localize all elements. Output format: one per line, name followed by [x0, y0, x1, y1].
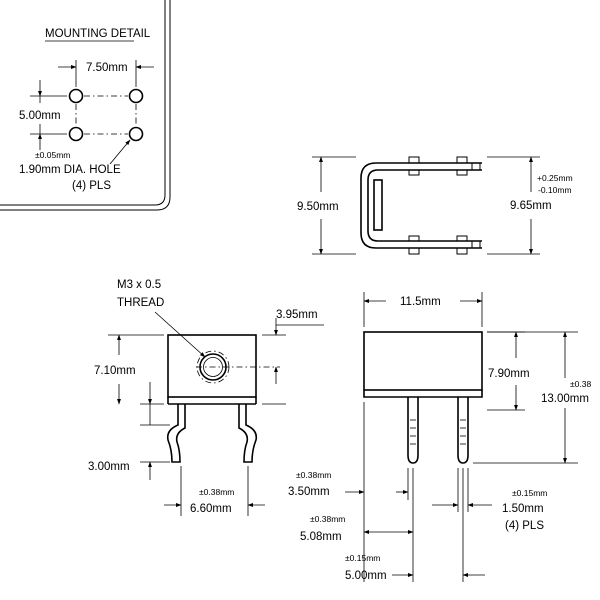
- hole-tolerance: ±0.05mm: [35, 150, 70, 160]
- side-view: 9.50mm +0.25mm -0.10mm 9.65mm: [297, 156, 573, 255]
- mounting-detail-panel: MOUNTING DETAIL 7.50mm 5.00mm ±0.05mm 1.…: [0, 0, 171, 211]
- mounting-hole: [128, 88, 144, 104]
- hole-diameter: 1.90mm DIA. HOLE: [19, 164, 121, 176]
- side-height-inner: 9.50mm: [297, 201, 339, 213]
- pin-origin: 5.08mm: [300, 531, 342, 543]
- thread-offset: 3.95mm: [276, 309, 318, 321]
- thread-label: THREAD: [117, 297, 164, 309]
- end-width: 11.5mm: [400, 296, 441, 308]
- body-height: 7.10mm: [94, 365, 136, 377]
- mounting-hole: [128, 126, 144, 142]
- pin-width: 1.50mm: [502, 503, 544, 515]
- thread-size: M3 x 0.5: [117, 279, 161, 291]
- pin-offset: 3.50mm: [288, 486, 330, 498]
- front-view: M3 x 0.5 THREAD 3.95mm 7.10mm 3.00mm ±0.…: [88, 279, 324, 516]
- pin-origin-tolerance: ±0.38mm: [310, 514, 345, 524]
- pin-offset-tolerance: ±0.38mm: [296, 470, 331, 480]
- pin-spacing: 6.60mm: [190, 503, 232, 515]
- mounting-detail-title: MOUNTING DETAIL: [45, 28, 151, 40]
- side-tolerance-plus: +0.25mm: [537, 173, 573, 183]
- hole-spacing-y: 5.00mm: [19, 110, 61, 122]
- pin-count: (4) PLS: [505, 520, 544, 532]
- end-view: 11.5mm 7.90mm ±0.38 13.00mm ±0.38mm 3.50…: [288, 292, 591, 582]
- mounting-hole: [68, 88, 84, 104]
- pin-spacing-tolerance: ±0.38mm: [199, 487, 234, 497]
- hole-count: (4) PLS: [72, 180, 111, 192]
- end-total-height: 13.00mm: [541, 393, 589, 405]
- pin-length: 3.00mm: [88, 461, 130, 473]
- pin-pitch: 5.00mm: [345, 570, 387, 582]
- end-body-height: 7.90mm: [488, 368, 530, 380]
- mounting-hole: [68, 126, 84, 142]
- side-height-outer: 9.65mm: [510, 200, 552, 212]
- side-tolerance-minus: -0.10mm: [538, 185, 572, 195]
- end-total-height-tolerance: ±0.38: [570, 379, 591, 389]
- pin-pitch-tolerance: ±0.15mm: [345, 553, 380, 563]
- pin-width-tolerance: ±0.15mm: [512, 488, 547, 498]
- hole-spacing-x: 7.50mm: [86, 62, 128, 74]
